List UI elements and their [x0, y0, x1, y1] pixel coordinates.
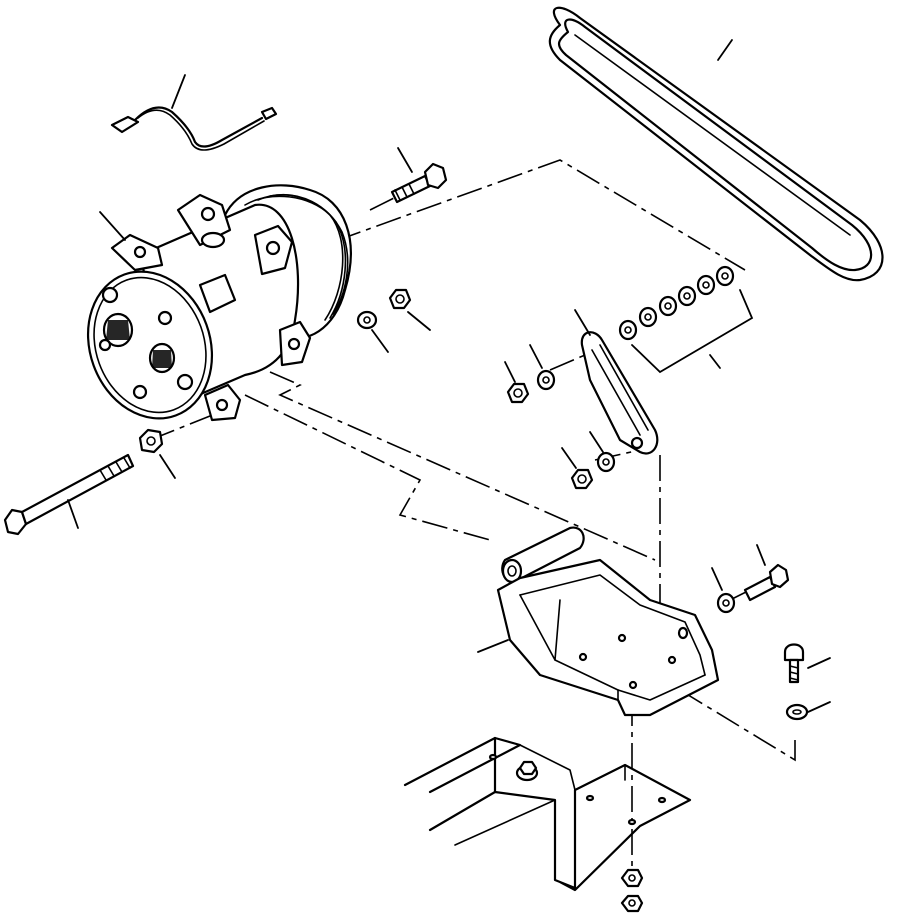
spacer-washers-icon	[618, 265, 754, 374]
washer-icon	[785, 701, 831, 721]
alignment-lines	[149, 159, 796, 880]
nut-icon	[388, 288, 431, 331]
bracket-icon	[477, 526, 720, 717]
long-bolt-icon	[3, 453, 135, 536]
wire-icon	[110, 74, 278, 151]
washer-icon	[711, 567, 736, 614]
bolt-icon	[783, 643, 831, 684]
frame-icon	[403, 736, 692, 892]
bolt-icon	[743, 544, 790, 602]
compressor-icon	[86, 184, 352, 422]
washer-icon	[356, 310, 389, 353]
bolt-icon	[390, 147, 448, 204]
nut-icon	[561, 447, 594, 490]
strap-icon	[574, 309, 659, 455]
belt-icon	[548, 6, 884, 282]
washer-icon	[529, 344, 556, 391]
nut-icon	[620, 868, 644, 913]
nut-icon	[138, 428, 176, 479]
washer-icon	[589, 431, 616, 473]
nut-icon	[504, 361, 530, 404]
